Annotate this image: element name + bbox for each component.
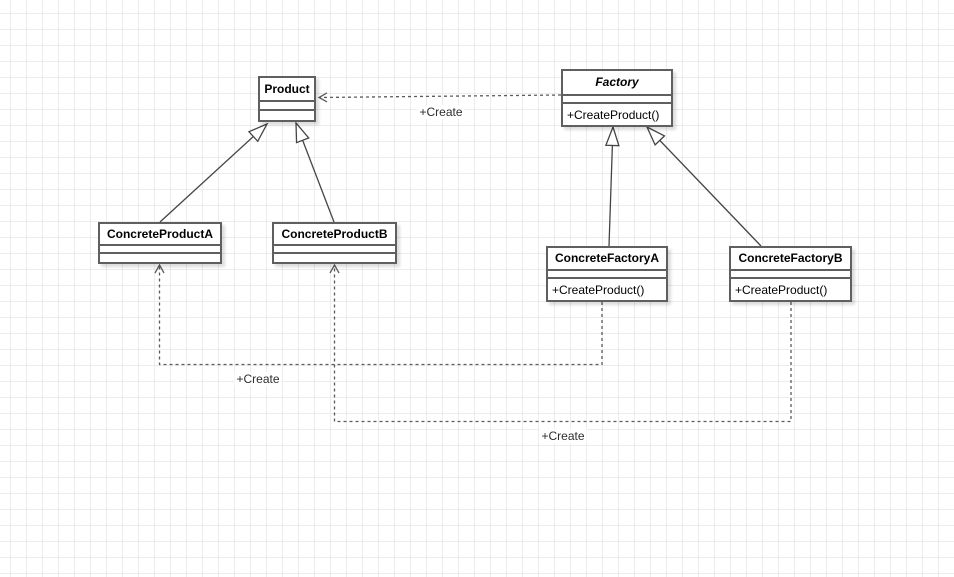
class-attributes-concreteproducta <box>100 244 220 252</box>
generalization-arrow-concretefactoryb-factory[interactable] <box>645 125 762 247</box>
class-methods-concreteproducta <box>100 252 220 262</box>
generalization-arrow-concreteproductb-product[interactable] <box>295 121 335 223</box>
class-methods-product <box>260 109 314 120</box>
edge-label-create-factory-product[interactable]: +Create <box>417 105 465 119</box>
class-methods-concretefactoryb: +CreateProduct() <box>731 277 850 300</box>
dependency-arrow-concretefactorya-concreteproducta[interactable] <box>154 263 603 366</box>
generalization-arrow-concretefactorya-factory[interactable] <box>604 125 620 247</box>
dependency-arrow-concretefactoryb-concreteproductb[interactable] <box>329 263 792 423</box>
class-methods-concretefactorya: +CreateProduct() <box>548 277 666 300</box>
class-name-concretefactorya: ConcreteFactoryA <box>554 251 660 265</box>
class-attributes-concretefactorya <box>548 269 666 277</box>
class-box-concreteproductb[interactable]: ConcreteProductB <box>272 222 397 264</box>
generalization-arrow-concreteproducta-product[interactable] <box>159 122 269 223</box>
edge-label-create-factoryb-productb[interactable]: +Create <box>539 429 587 443</box>
class-name-concretefactoryb: ConcreteFactoryB <box>738 251 843 265</box>
class-methods-factory: +CreateProduct() <box>563 102 671 125</box>
class-name-concreteproductb: ConcreteProductB <box>281 227 388 241</box>
class-attributes-factory <box>563 94 671 102</box>
class-name-concreteproducta: ConcreteProductA <box>106 227 213 241</box>
class-methods-concreteproductb <box>274 252 395 262</box>
class-box-concreteproducta[interactable]: ConcreteProductA <box>98 222 222 264</box>
class-attributes-product <box>260 100 314 109</box>
class-name-factory: Factory <box>595 75 639 89</box>
class-name-product: Product <box>264 82 310 96</box>
class-attributes-concreteproductb <box>274 244 395 252</box>
dependency-arrow-factory-product[interactable] <box>317 92 562 103</box>
class-box-product[interactable]: Product <box>258 76 316 122</box>
class-box-factory[interactable]: Factory +CreateProduct() <box>561 69 673 127</box>
edge-label-create-factorya-producta[interactable]: +Create <box>234 372 282 386</box>
class-box-concretefactorya[interactable]: ConcreteFactoryA +CreateProduct() <box>546 246 668 302</box>
class-box-concretefactoryb[interactable]: ConcreteFactoryB +CreateProduct() <box>729 246 852 302</box>
class-attributes-concretefactoryb <box>731 269 850 277</box>
